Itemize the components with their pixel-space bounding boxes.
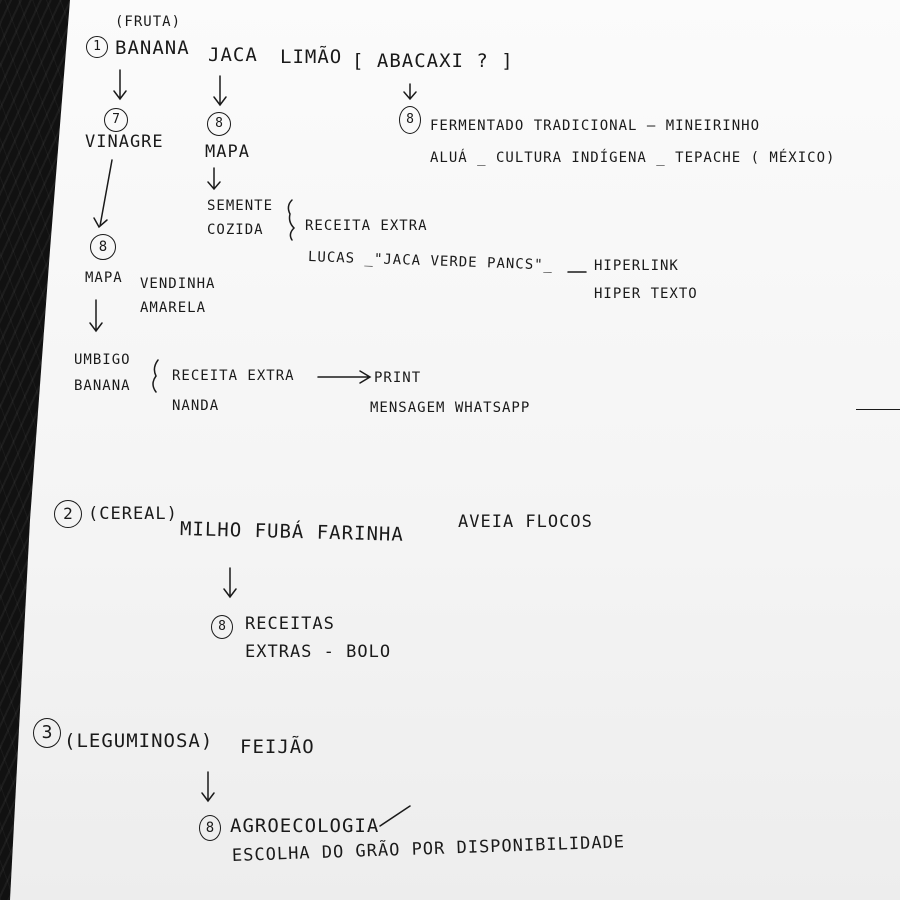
banana-mapa-label: MAPA (85, 270, 123, 286)
semente-line-2: COZIDA (207, 222, 264, 238)
jaca-mapa-label: MAPA (205, 142, 250, 162)
section-2-step-8-circle: 8 (211, 615, 233, 639)
item-limao: LIMÃO (280, 46, 343, 68)
semente-line-1: SEMENTE (207, 198, 274, 214)
hiperlink-label: HIPERLINK (594, 258, 679, 274)
section-3-number: 3 (33, 718, 61, 748)
fermentado-label: FERMENTADO TRADICIONAL — MINEIRINHO (430, 118, 761, 134)
section-2-number: 2 (54, 500, 82, 528)
vendinha-line-2: AMARELA (140, 300, 207, 316)
receita-extra-label: RECEITA EXTRA (305, 218, 428, 234)
vendinha-line-1: VENDINHA (140, 276, 216, 292)
section-2-items-right: AVEIA FLOCOS (458, 512, 593, 532)
umbigo-line-1: UMBIGO (74, 352, 131, 368)
section-1-number: 1 (86, 36, 108, 58)
hipertexto-label: HIPER TEXTO (594, 286, 698, 302)
escolha-label: ESCOLHA DO GRÃO POR DISPONIBILIDADE (231, 832, 626, 866)
print-label: PRINT (374, 370, 422, 386)
step-7-circle: 7 (104, 108, 128, 132)
item-jaca: JACA (208, 44, 258, 66)
lucas-label: LUCAS _"JACA VERDE PANCS"_ (307, 249, 554, 274)
item-banana: BANANA (115, 37, 190, 59)
section-3-step-8-circle: 8 (199, 815, 221, 841)
jaca-step-8-circle: 8 (207, 112, 231, 136)
mensagem-label: MENSAGEM WHATSAPP (370, 400, 900, 416)
section-1-tag: (FRUTA) (115, 14, 182, 30)
section-3-item: FEIJÃO (240, 736, 315, 758)
receitas-line-1: RECEITAS (245, 614, 335, 634)
nanda-label: NANDA (172, 398, 220, 414)
section-2-tag: (CEREAL) (88, 504, 178, 524)
receita-extra-2-label: RECEITA EXTRA (172, 368, 295, 384)
vinagre-label: VINAGRE (85, 132, 164, 152)
receitas-line-2: EXTRAS - BOLO (245, 642, 392, 662)
banana-step-8-circle: 8 (90, 234, 116, 260)
section-3-tag: (LEGUMINOSA) (64, 730, 214, 752)
umbigo-line-2: BANANA (74, 378, 131, 394)
abacaxi-step-8-circle: 8 (399, 106, 421, 134)
alua-label: ALUÁ _ CULTURA INDÍGENA _ TEPACHE ( MÉXI… (430, 150, 836, 166)
item-abacaxi: [ ABACAXI ? ] (352, 50, 514, 72)
section-2-items: MILHO FUBÁ FARINHA (179, 518, 405, 546)
agroecologia-label: AGROECOLOGIA (230, 815, 380, 837)
